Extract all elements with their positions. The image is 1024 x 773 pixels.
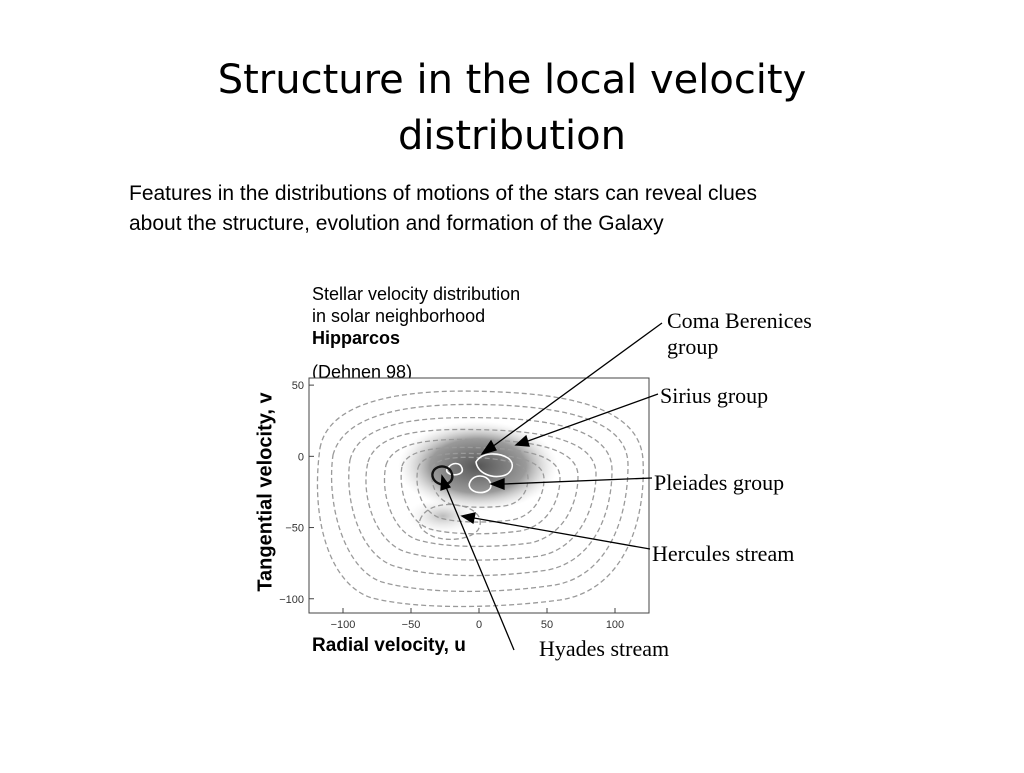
contour-line <box>418 503 481 541</box>
annotation-sirius: Sirius group <box>660 383 769 408</box>
arrowhead <box>514 434 530 447</box>
contour-line <box>445 462 464 476</box>
annotation-hyades: Hyades stream <box>539 636 670 661</box>
annotation-coma-berenices: Coma Berenices group <box>667 308 812 360</box>
x-tick-label: −50 <box>402 619 421 631</box>
arrowhead <box>480 439 497 456</box>
slide-subtitle: Features in the distributions of motions… <box>129 179 919 239</box>
annotation-line: group <box>667 334 719 359</box>
contour-line <box>416 452 545 523</box>
x-tick-label: 100 <box>606 619 624 631</box>
x-tick-label: 0 <box>476 619 482 631</box>
figure-caption: Stellar velocity distribution in solar n… <box>312 283 520 383</box>
caption-survey: Hipparcos <box>312 328 401 348</box>
y-tick-label: 0 <box>298 451 304 463</box>
contour-line <box>475 453 514 478</box>
arrow-coma <box>491 322 663 448</box>
caption-line: in solar neighborhood <box>312 306 486 326</box>
subtitle-line: Features in the distributions of motions… <box>129 182 757 205</box>
caption-line: Stellar velocity distribution <box>312 284 521 304</box>
y-tick-label: −50 <box>285 523 304 535</box>
contour-line <box>400 446 561 535</box>
x-axis-label: Radial velocity, u <box>312 635 466 656</box>
annotation-pleiades: Pleiades group <box>654 470 785 495</box>
contour-line <box>468 475 492 494</box>
arrow-pleiades <box>503 477 653 485</box>
x-tick-label: −100 <box>331 619 356 631</box>
annotation-line: Coma Berenices <box>667 308 812 333</box>
arrow-sirius <box>527 393 659 442</box>
title-line: distribution <box>398 113 626 159</box>
y-axis-label: Tangential velocity, v <box>254 392 277 592</box>
annotation-hercules: Hercules stream <box>652 541 795 566</box>
arrow-hyades <box>445 486 515 651</box>
arrow-hercules <box>473 517 651 550</box>
x-tick-label: 50 <box>541 619 553 631</box>
y-tick-label: 50 <box>292 380 304 392</box>
contour-line <box>383 438 579 548</box>
arrowhead <box>440 474 452 491</box>
contour-line <box>348 416 613 577</box>
y-tick-label: −100 <box>279 594 304 606</box>
title-line: Structure in the local velocity <box>217 57 807 103</box>
arrowhead <box>460 512 476 525</box>
contour-line <box>330 403 629 593</box>
contour-lines <box>316 390 644 608</box>
tick-labels: −100 −50 0 50 100 50 0 −50 −100 <box>279 380 624 631</box>
inner-contours <box>445 453 514 494</box>
peak-contours <box>431 465 454 486</box>
caption-reference: (Dehnen 98) <box>312 362 413 382</box>
contour-line <box>430 456 529 508</box>
subtitle-line: about the structure, evolution and forma… <box>129 212 664 235</box>
contour-line <box>316 390 644 608</box>
arrowhead <box>489 478 505 490</box>
slide-title: Structure in the local velocity distribu… <box>112 52 912 164</box>
contour-line <box>365 428 597 561</box>
annotation-arrows <box>440 322 663 651</box>
contour-line <box>431 465 454 486</box>
tick-marks <box>309 384 616 613</box>
